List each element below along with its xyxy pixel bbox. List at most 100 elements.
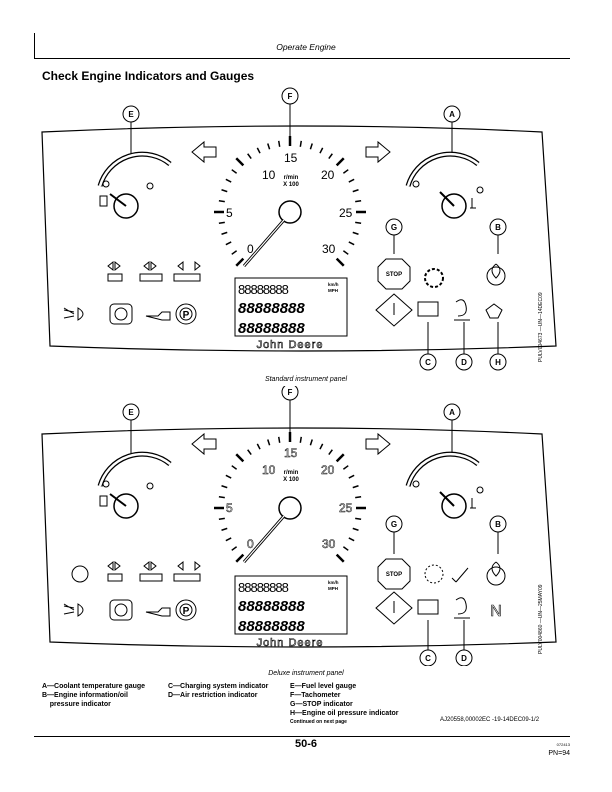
tachometer — [214, 136, 366, 267]
callout-g — [385, 218, 403, 254]
callout-f — [281, 87, 299, 136]
battery-icon — [417, 301, 439, 317]
svg-text:A: A — [449, 110, 455, 119]
glow-plug-icon — [424, 268, 444, 288]
callout-c — [419, 620, 437, 666]
tach-tick — [299, 436, 303, 443]
svg-text:E: E — [128, 110, 134, 119]
fuel-pump-icon — [99, 195, 108, 207]
tach-tick — [231, 169, 238, 174]
tach-tick — [277, 140, 281, 147]
tach-tick — [348, 178, 355, 183]
engine-info-icon — [491, 263, 501, 279]
tach-tick — [342, 169, 349, 174]
header-rule — [34, 33, 35, 58]
tach-tick — [352, 527, 359, 531]
svg-text:F: F — [288, 388, 293, 397]
brand-wordmark: John Deere — [257, 637, 324, 649]
fuel-gauge — [97, 451, 172, 519]
air-restriction-icon — [454, 597, 470, 619]
hazard-icon — [71, 565, 89, 583]
svg-text:F: F — [288, 92, 293, 101]
footer-rule — [34, 736, 570, 737]
tach-tick — [267, 439, 271, 446]
pn-label: PN=94 — [548, 750, 570, 757]
legend-col-1: A—Coolant temperature gauge B—Engine inf… — [42, 683, 146, 708]
transmission-icon — [109, 303, 133, 325]
tach-tick — [348, 537, 355, 542]
tach-tick — [355, 221, 362, 225]
svg-text:B: B — [495, 520, 501, 529]
svg-text:D: D — [461, 358, 467, 367]
tach-tick — [256, 147, 261, 154]
tach-label-10: 10 — [262, 463, 276, 477]
trailer-icon — [173, 273, 201, 282]
tach-label-0: 0 — [247, 242, 254, 256]
tach-tick — [319, 147, 324, 154]
tach-label-20: 20 — [321, 168, 335, 182]
tractor-icon — [107, 273, 123, 282]
tach-tick — [235, 257, 245, 267]
park-brake-icon — [175, 303, 197, 325]
legend-col-3: E—Fuel level gauge F—Tachometer G—STOP i… — [290, 683, 399, 717]
callout-h — [489, 322, 507, 371]
indicator-icons-left — [63, 560, 201, 621]
park-brake-icon — [175, 599, 197, 621]
stop-icon — [377, 558, 411, 590]
svg-text:D: D — [461, 654, 467, 663]
tach-label-25: 25 — [339, 206, 353, 220]
tach-unit: r/min — [284, 470, 299, 476]
tach-label-30: 30 — [322, 242, 336, 256]
pto-icon — [145, 311, 171, 321]
tach-tick — [355, 199, 362, 203]
svg-text:km/h: km/h — [328, 282, 339, 287]
tach-tick — [352, 231, 359, 235]
callout-a — [443, 105, 461, 154]
tach-tick — [335, 553, 345, 563]
turn-signal-icon — [107, 260, 121, 272]
tach-label-15: 15 — [284, 151, 298, 165]
indicator-icons-left — [63, 260, 201, 325]
headlight-icon — [63, 603, 84, 617]
oil-pressure-icon — [485, 303, 503, 319]
svg-text:G: G — [391, 520, 397, 529]
tach-tick — [221, 231, 228, 235]
trailer-icon — [139, 573, 163, 582]
tach-tick — [221, 189, 228, 193]
callout-d — [455, 620, 473, 666]
glow-plug-icon — [424, 564, 444, 584]
callout-d — [455, 322, 473, 371]
tach-tick — [218, 517, 225, 521]
tach-tick — [299, 140, 303, 147]
svg-text:G: G — [391, 223, 397, 232]
tach-tick — [231, 546, 238, 551]
left-turn-arrow-icon — [191, 432, 217, 456]
section-title: Check Engine Indicators and Gauges — [42, 69, 255, 83]
turn-signal-icon — [143, 260, 157, 272]
tach-tick — [348, 474, 355, 479]
tach-tick — [342, 546, 349, 551]
tach-tick — [231, 465, 238, 470]
tach-tick — [342, 250, 349, 255]
callout-b — [489, 218, 507, 254]
tach-tick — [328, 449, 333, 456]
turn-signal-icon — [143, 560, 157, 572]
tach-label-25: 25 — [339, 501, 353, 515]
tach-label-20: 20 — [321, 463, 335, 477]
trailer-icon — [139, 273, 163, 282]
header-underline — [34, 58, 570, 59]
warning-icon — [375, 591, 413, 625]
tach-tick — [221, 527, 228, 531]
callout-c — [419, 322, 437, 371]
tach-tick — [328, 153, 333, 160]
tach-tick — [256, 443, 261, 450]
tach-label-5: 5 — [226, 501, 233, 515]
tach-tick — [247, 449, 252, 456]
tach-tick — [335, 453, 345, 463]
turn-signal-icon — [177, 560, 201, 572]
panel2-side-ref: PULV004860 —UN—25MAY09 — [538, 584, 544, 654]
tach-tick — [342, 465, 349, 470]
page-small-code: 072413 — [556, 742, 570, 747]
headlight-icon — [63, 307, 84, 321]
svg-text:B: B — [495, 223, 501, 232]
